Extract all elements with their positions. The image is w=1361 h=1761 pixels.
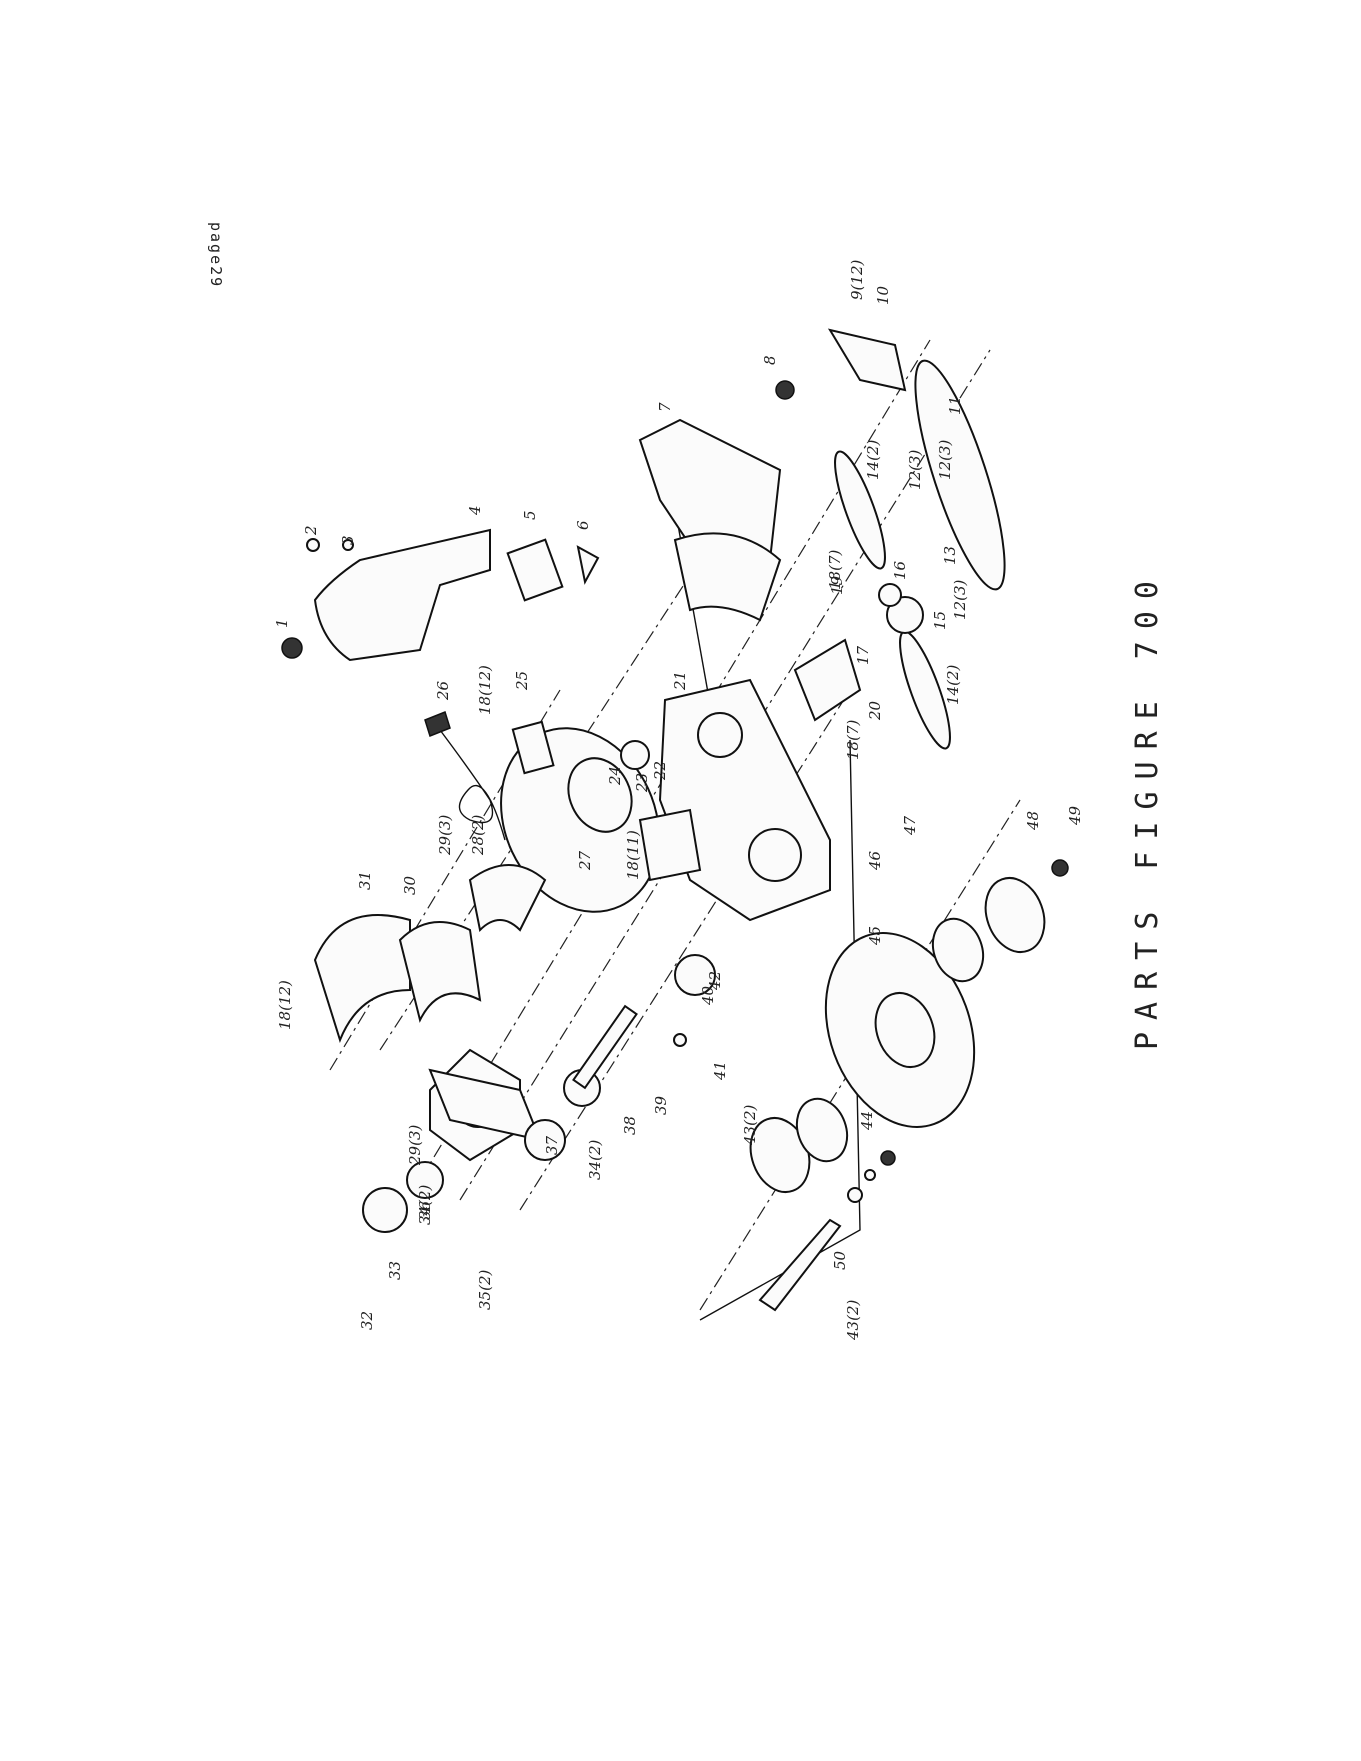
part-label: 5 <box>521 510 539 520</box>
figure-caption: PARTS FIGURE 700 <box>1128 690 1168 1050</box>
guard-31 <box>315 915 410 1040</box>
part-label: 25 <box>513 671 531 691</box>
part-label: 34(2) <box>586 1140 604 1180</box>
part-label: 32 <box>358 1311 376 1330</box>
washer-2 <box>307 539 319 551</box>
part-label: 7 <box>656 402 674 412</box>
part-label: 48 <box>1024 811 1042 831</box>
part-label: 19 <box>828 575 846 595</box>
part-label: 9(12) <box>848 260 866 300</box>
part-label: 31 <box>356 871 374 890</box>
part-label: 43(2) <box>844 1300 862 1341</box>
part-label: 22 <box>651 761 669 781</box>
part-label: 18(7) <box>844 720 862 760</box>
part-label: 50 <box>831 1250 849 1270</box>
part-label: 36 <box>416 1200 434 1220</box>
part-label: 21 <box>671 671 689 691</box>
part-label: 49 <box>1066 805 1084 826</box>
part-label: 12(3) <box>951 580 969 620</box>
part-label: 38 <box>621 1116 639 1135</box>
arbor-47 <box>760 1220 840 1310</box>
part-label: 12(3) <box>936 440 954 480</box>
part-label: 14(2) <box>944 665 962 705</box>
part-label: 46 <box>866 850 884 871</box>
page-number: page29 <box>205 222 227 302</box>
cap-33 <box>363 1188 407 1232</box>
upper-left-parts <box>282 530 598 660</box>
part-label: 26 <box>434 680 452 701</box>
part-label: 12(3) <box>906 450 924 490</box>
shaft-39 <box>573 1006 636 1088</box>
part-label: 13 <box>941 546 959 565</box>
part-label: 2 <box>302 525 320 536</box>
part-label: 39 <box>652 1095 670 1115</box>
pulley-23 <box>621 741 649 769</box>
bolt-6 <box>578 547 598 582</box>
housing-bore-upper <box>698 713 742 757</box>
nut-50 <box>881 1151 895 1165</box>
housing-bore-lower <box>749 829 801 881</box>
bracket-10 <box>830 330 905 390</box>
part-label: 3 <box>339 535 357 545</box>
part-label: 28(2) <box>469 815 487 856</box>
part-label: 20 <box>866 700 884 721</box>
part-label: 33 <box>386 1261 404 1280</box>
nut-46 <box>1052 860 1068 876</box>
knob-1 <box>282 638 302 658</box>
lower-parts <box>741 860 1068 1310</box>
guard-30 <box>400 922 480 1020</box>
upper-right-parts <box>640 330 1022 753</box>
part-label: 6 <box>574 520 592 530</box>
part-label: 4 <box>466 505 484 516</box>
part-label: 29(3) <box>436 815 454 856</box>
pulley-45 <box>976 870 1055 961</box>
plate-20 <box>795 640 860 720</box>
collar-48 <box>848 1188 862 1202</box>
housing-21 <box>660 680 830 920</box>
pulley-16 <box>879 584 901 606</box>
part-label: 14(2) <box>864 440 882 480</box>
shield-28 <box>470 865 545 930</box>
plug-26 <box>425 712 450 736</box>
part-label: 42 <box>706 971 724 991</box>
part-label: 30 <box>401 875 419 895</box>
part-label: 44 <box>858 1111 876 1131</box>
part-label: 43(2) <box>741 1105 759 1146</box>
part-label: 41 <box>711 1061 729 1081</box>
part-label: 15 <box>931 611 949 630</box>
part-label: 24 <box>606 766 624 786</box>
part-label: 18(12) <box>276 980 294 1030</box>
part-label: 23 <box>633 773 651 793</box>
bracket-22 <box>640 810 700 880</box>
part-label: 37 <box>543 1135 561 1155</box>
part-label: 27 <box>576 850 594 871</box>
bolt-8 <box>776 381 794 399</box>
part-label: 8 <box>761 355 779 365</box>
part-label: 11 <box>946 396 964 415</box>
part-label: 45 <box>866 926 884 946</box>
part-label: 10 <box>874 285 892 305</box>
washer-49 <box>865 1170 875 1180</box>
part-label: 16 <box>891 560 909 580</box>
plate-5 <box>508 540 563 601</box>
part-label: 29(3) <box>406 1125 424 1166</box>
part-label: 17 <box>854 645 872 665</box>
key-40 <box>674 1034 686 1046</box>
part-label: 47 <box>901 815 919 836</box>
left-center-parts <box>315 865 715 1232</box>
arm-4 <box>315 530 490 660</box>
part-label: 1 <box>273 618 291 628</box>
part-label: 18(11) <box>624 830 642 880</box>
part-label: 35(2) <box>476 1270 494 1310</box>
part-label: 18(12) <box>476 665 494 715</box>
